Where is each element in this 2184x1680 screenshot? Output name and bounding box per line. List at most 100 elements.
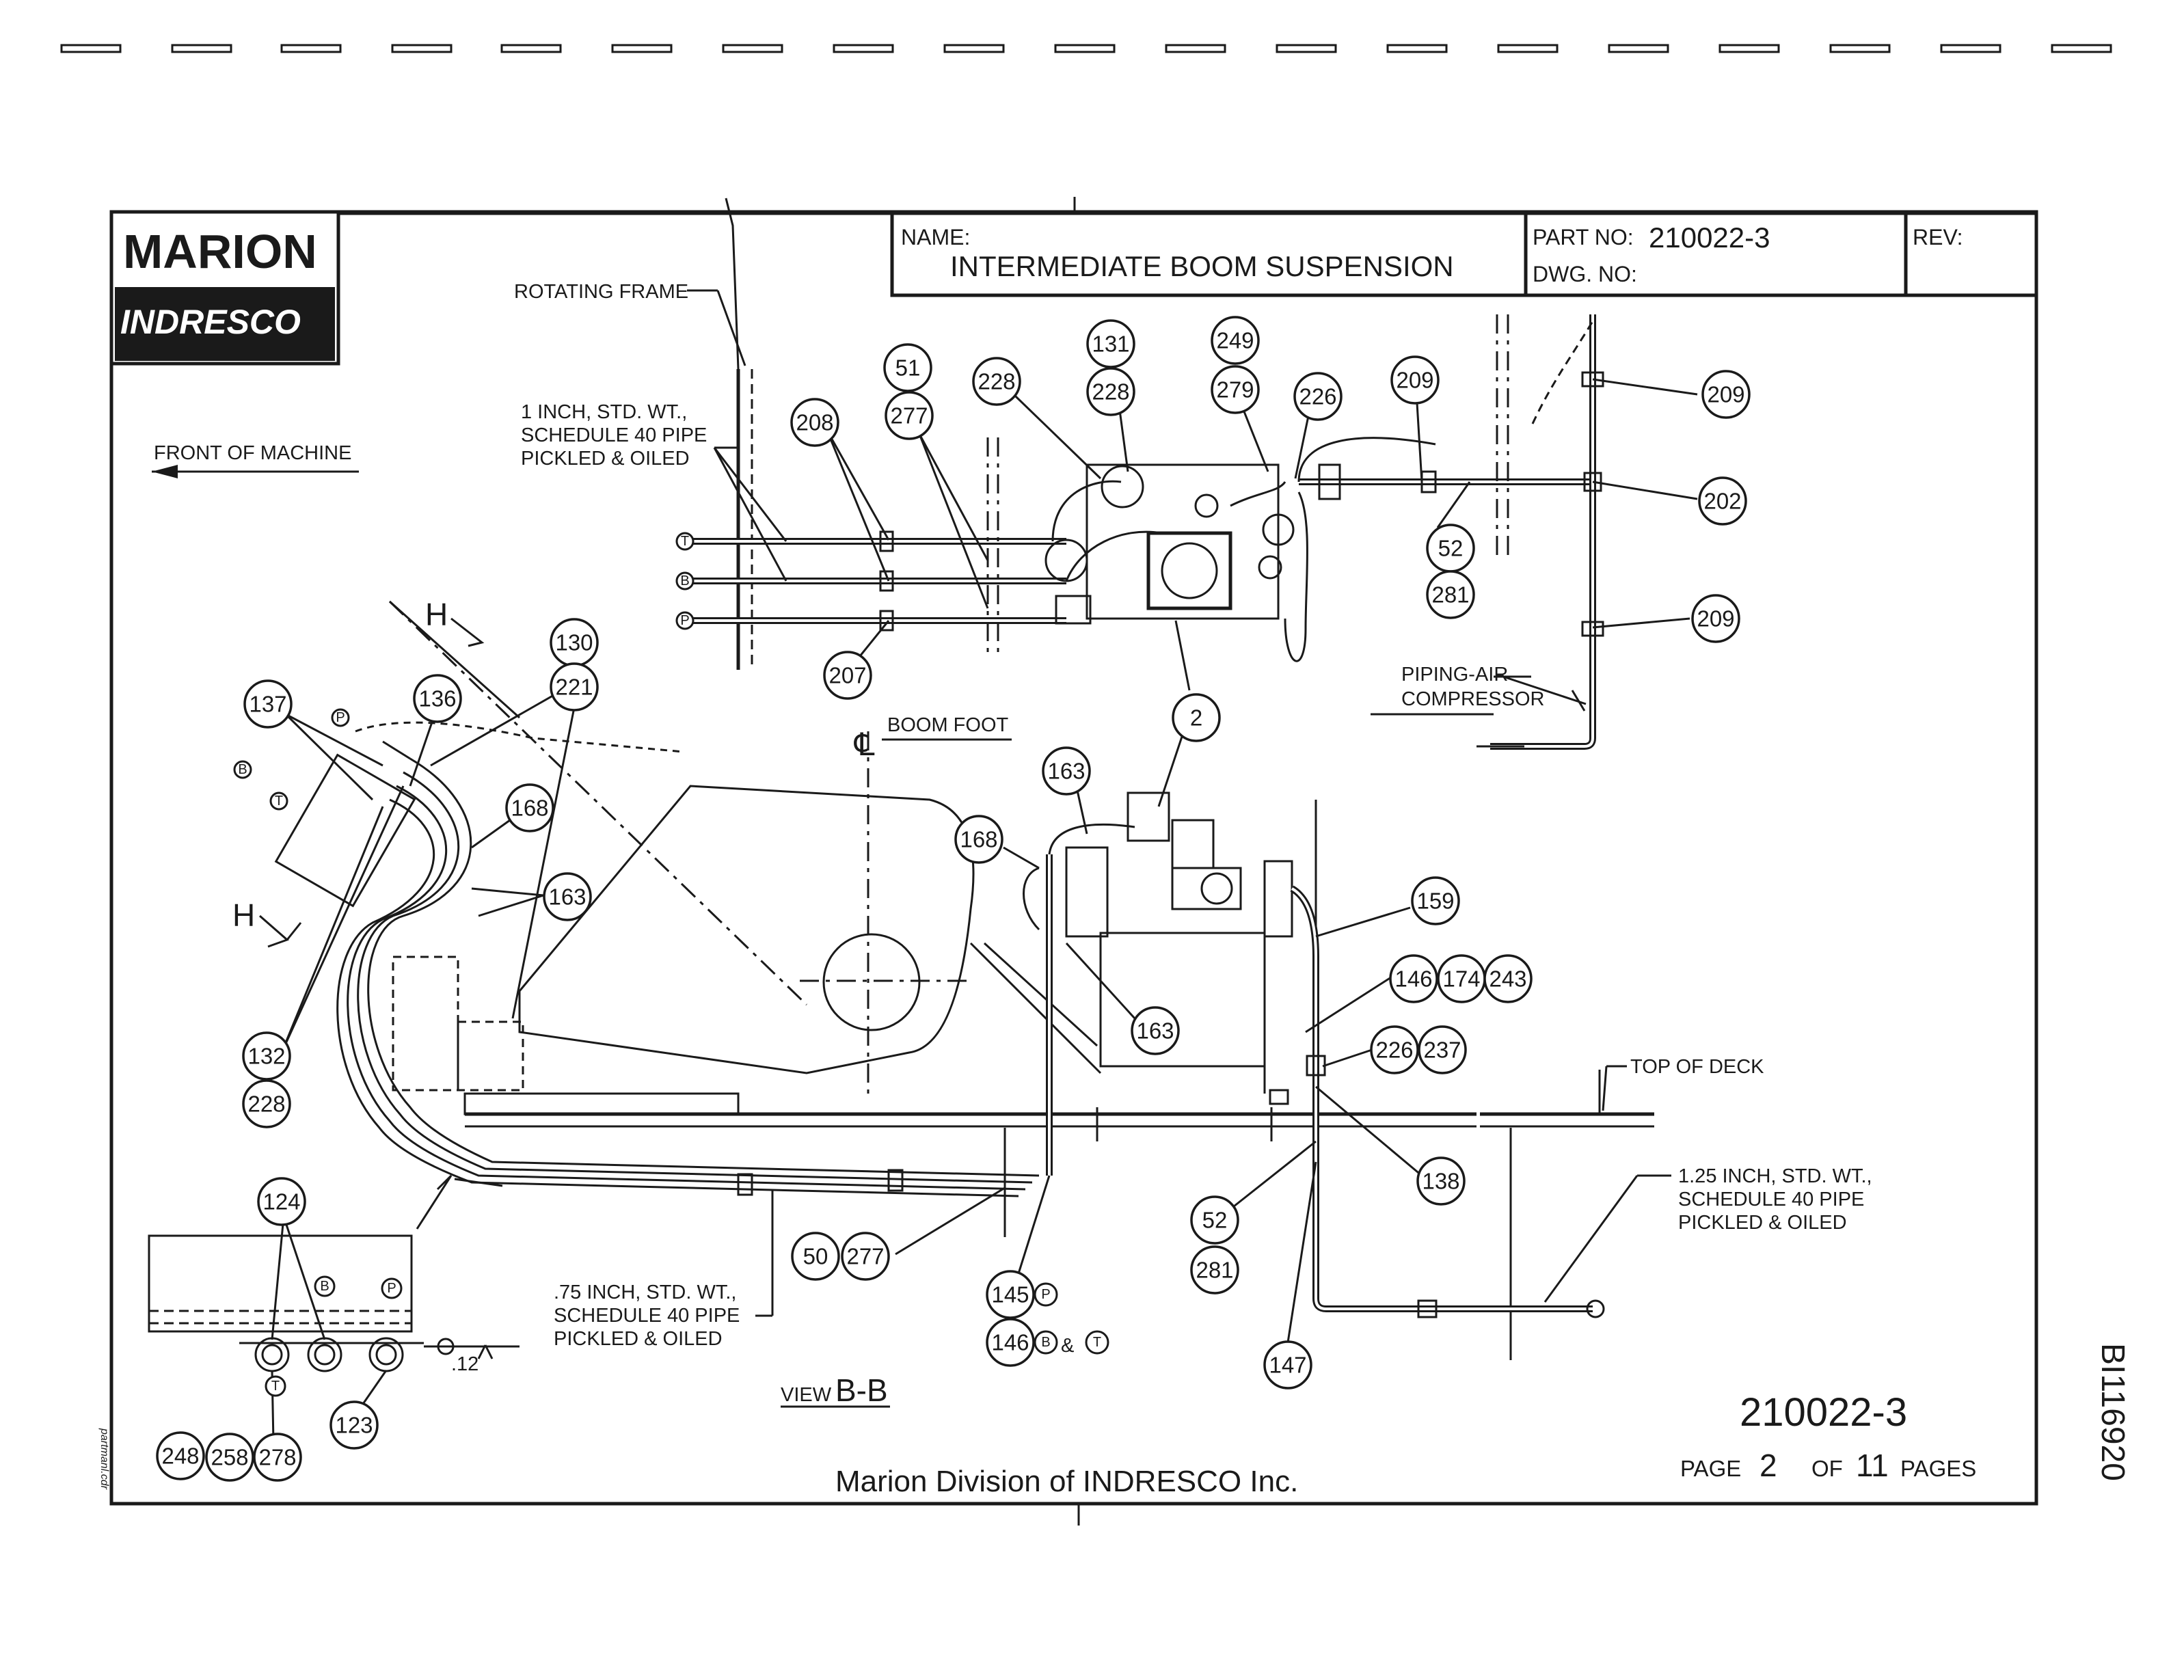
balloon-circle	[972, 357, 1021, 406]
balloon-209: 209	[1390, 355, 1440, 405]
note-piping-air-l1: PIPING-AIR	[1401, 664, 1508, 686]
balloon-number: 168	[511, 796, 548, 821]
svg-text:T: T	[681, 534, 689, 549]
port-markers: T B P P B T B P T P B T	[233, 532, 1109, 1397]
balloon-number: 228	[1092, 379, 1129, 405]
balloon-146: 146	[986, 1318, 1035, 1367]
balloon-circle	[329, 1400, 379, 1450]
balloon-number: 226	[1375, 1038, 1413, 1063]
balloon-circle	[885, 391, 934, 440]
balloon-207: 207	[823, 651, 872, 700]
balloon-circle	[1211, 365, 1260, 414]
balloon-circle	[1086, 319, 1135, 368]
balloon-number: 163	[1136, 1018, 1174, 1044]
note-pipe-075-l1: .75 INCH, STD. WT.,	[554, 1282, 736, 1303]
logo-indresco-text: INDRESCO	[120, 303, 301, 341]
balloon-277: 277	[885, 391, 934, 440]
of-label: OF	[1811, 1456, 1843, 1481]
note-top-of-deck: TOP OF DECK	[1630, 1056, 1764, 1078]
balloon-number: 237	[1423, 1038, 1461, 1063]
balloon-number: 145	[991, 1282, 1029, 1308]
balloon-number: 163	[548, 884, 586, 910]
balloon-159: 159	[1411, 876, 1460, 925]
balloon-number: 243	[1489, 966, 1526, 992]
balloon-circle	[1131, 1006, 1180, 1055]
view-label-name: B-B	[835, 1372, 888, 1408]
balloon-circle	[1418, 1025, 1467, 1074]
view-bb-detail	[148, 1174, 520, 1372]
balloon-circle	[1691, 594, 1740, 643]
balloon-number: 209	[1707, 382, 1744, 407]
balloon-circle	[1426, 570, 1475, 619]
balloon-123: 123	[329, 1400, 379, 1450]
balloon-number: 50	[803, 1244, 828, 1269]
balloon-number: 208	[796, 410, 833, 435]
balloon-circle	[1483, 954, 1533, 1003]
balloon-209: 209	[1691, 594, 1740, 643]
balloon-number: 281	[1196, 1258, 1233, 1283]
balloon-208: 208	[790, 398, 839, 447]
balloon-number: 221	[555, 675, 593, 700]
balloon-number: 168	[960, 827, 997, 852]
margin-note: partmanl.cdr	[98, 1428, 110, 1490]
name-label: NAME:	[901, 225, 970, 249]
balloon-circle	[1390, 355, 1440, 405]
balloon-circle	[257, 1177, 306, 1226]
balloon-number: 202	[1703, 489, 1741, 514]
note-pipe-1in-l3: PICKLED & OILED	[521, 448, 690, 470]
balloon-circle	[1042, 746, 1091, 796]
balloon-number: 209	[1697, 606, 1734, 632]
balloon-281: 281	[1426, 570, 1475, 619]
svg-text:P: P	[680, 613, 689, 628]
balloon-52: 52	[1426, 524, 1475, 573]
svg-text:B: B	[320, 1279, 329, 1294]
section-h-top: H	[425, 597, 448, 632]
balloon-number: 132	[247, 1044, 285, 1069]
balloon-number: 277	[890, 403, 928, 429]
svg-text:B: B	[680, 573, 689, 588]
balloon-number: 146	[1394, 966, 1432, 992]
balloon-163: 163	[543, 872, 592, 921]
balloon-circle	[1190, 1195, 1239, 1245]
balloon-146: 146	[1389, 954, 1438, 1003]
balloon-221: 221	[550, 662, 599, 712]
balloon-circle	[253, 1433, 302, 1482]
marker-p-left: P	[331, 708, 350, 727]
balloon-number: 226	[1299, 384, 1336, 409]
dimension-012: .12	[451, 1353, 478, 1375]
balloon-number: 279	[1216, 377, 1254, 403]
balloon-circle	[791, 1232, 840, 1281]
annotations: ROTATING FRAME FRONT OF MACHINE 1 INCH, …	[154, 281, 1872, 1408]
balloon-number: 278	[258, 1445, 296, 1470]
balloon-number: 228	[978, 369, 1015, 394]
balloon-228: 228	[1086, 367, 1135, 416]
balloon-circle	[1701, 370, 1751, 419]
marker-t-top: T	[675, 532, 695, 551]
balloon-number: 146	[991, 1330, 1029, 1355]
balloon-163: 163	[1042, 746, 1091, 796]
svg-text:P: P	[1041, 1287, 1050, 1302]
balloon-circle	[1389, 954, 1438, 1003]
balloon-circle	[242, 1031, 291, 1081]
leader-lines	[152, 289, 1698, 1443]
svg-text:T: T	[1093, 1335, 1101, 1350]
balloon-2: 2	[1172, 693, 1221, 742]
balloon-number: 258	[211, 1445, 248, 1470]
balloon-130: 130	[550, 618, 599, 667]
balloon-52: 52	[1190, 1195, 1239, 1245]
balloon-number: 207	[828, 663, 866, 688]
balloon-number: 249	[1216, 328, 1254, 353]
balloon-number: 159	[1416, 889, 1454, 914]
balloon-249: 249	[1211, 316, 1260, 365]
balloon-number: 137	[249, 692, 286, 717]
balloon-number: 51	[895, 355, 921, 381]
balloon-145: 145	[986, 1270, 1035, 1319]
balloon-circle	[1411, 876, 1460, 925]
balloon-circle	[823, 651, 872, 700]
balloon-168: 168	[954, 815, 1003, 864]
marker-b-left: B	[233, 760, 252, 779]
balloon-number: 147	[1269, 1353, 1306, 1378]
pages-label: PAGES	[1900, 1456, 1976, 1481]
balloon-circle	[205, 1433, 254, 1482]
